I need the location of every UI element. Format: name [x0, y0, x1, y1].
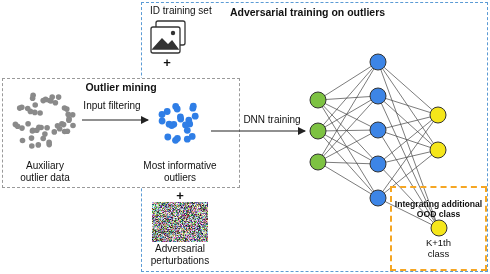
dot — [159, 118, 166, 125]
dot — [17, 105, 23, 111]
dot — [52, 129, 58, 135]
dot — [166, 121, 173, 128]
network-line — [318, 162, 378, 164]
dot — [47, 98, 53, 104]
dot — [42, 131, 48, 137]
output-circle — [430, 219, 448, 237]
text-label: Auxiliary outlier data — [13, 160, 77, 184]
network-line — [318, 130, 378, 131]
label-box: Most informative outliers — [134, 160, 226, 184]
network-line — [318, 162, 378, 198]
dot — [20, 138, 26, 144]
network-line — [318, 62, 378, 131]
arrow — [82, 119, 148, 120]
dot — [370, 122, 386, 138]
region-box: Outlier miningAuxiliary outlier data Inpu… — [2, 78, 240, 188]
dot — [55, 123, 61, 129]
region-heading: Outlier mining — [3, 79, 239, 94]
dot — [65, 112, 71, 118]
label-box: Adversarial perturbations — [138, 243, 222, 267]
dot — [61, 122, 67, 128]
label-box: DNN training — [237, 114, 307, 126]
dot — [29, 135, 35, 141]
dot — [370, 88, 386, 104]
dot — [46, 139, 52, 145]
network-line — [318, 96, 378, 162]
dot — [190, 103, 197, 110]
dot-cluster — [13, 93, 76, 149]
network-line — [318, 62, 378, 162]
label-box: + — [157, 56, 177, 70]
dot — [370, 190, 386, 206]
region-box: Integrating additional OOD classK+1th cl… — [390, 186, 487, 271]
label-box: ID training set — [150, 5, 240, 17]
shape — [151, 27, 180, 53]
dot — [44, 125, 50, 131]
label-box: Input filtering — [72, 100, 152, 112]
text-label: DNN training — [237, 114, 307, 126]
dot — [310, 92, 326, 108]
dot — [192, 113, 199, 120]
network-line — [318, 131, 378, 198]
shape — [153, 39, 178, 49]
dot — [34, 128, 40, 134]
dot — [370, 156, 386, 172]
dot — [182, 122, 189, 129]
network-line — [378, 96, 438, 150]
text-label: Input filtering — [72, 100, 152, 112]
text-label: ID training set — [150, 5, 240, 17]
label-box: + — [170, 189, 190, 203]
dot — [370, 54, 386, 70]
dot — [177, 114, 184, 121]
dot — [184, 136, 191, 143]
output-node: K+1th class — [419, 219, 459, 259]
label-box: Auxiliary outlier data — [13, 160, 77, 184]
dot — [171, 31, 175, 35]
network-line — [318, 100, 378, 198]
dot — [19, 125, 25, 131]
dot — [430, 107, 446, 123]
dot — [37, 110, 43, 116]
dot — [159, 111, 166, 118]
dot — [36, 142, 42, 148]
dot — [40, 98, 46, 104]
dot — [13, 122, 19, 128]
network-line — [378, 130, 438, 150]
dot — [430, 142, 446, 158]
network-line — [318, 130, 378, 162]
output-circle — [431, 220, 447, 236]
dot — [32, 102, 38, 108]
text-label: Most informative outliers — [134, 160, 226, 184]
node-label: K+1th class — [419, 237, 459, 259]
dot — [70, 123, 76, 129]
dot — [310, 123, 326, 139]
dot — [30, 96, 36, 102]
dot — [56, 94, 62, 100]
network-line — [318, 62, 378, 100]
network-line — [378, 115, 438, 164]
plus-sign: + — [157, 56, 177, 70]
dot — [164, 134, 171, 141]
region-heading: Integrating additional OOD class — [392, 199, 485, 219]
network-nodes — [310, 54, 446, 206]
noise-image — [152, 202, 208, 242]
dot — [29, 143, 35, 149]
plus-sign: + — [170, 189, 190, 203]
dot — [25, 121, 31, 127]
dot — [25, 106, 31, 112]
dot — [172, 103, 179, 110]
dot — [64, 106, 70, 112]
network-line — [318, 100, 378, 164]
network-line — [318, 96, 378, 131]
text-label: Adversarial perturbations — [138, 243, 222, 267]
dot — [174, 135, 181, 142]
network-line — [378, 62, 438, 150]
dot — [310, 154, 326, 170]
image-icon — [151, 21, 185, 53]
network-line — [378, 62, 438, 115]
dot — [62, 129, 68, 135]
dot-cluster — [159, 103, 199, 144]
arrow — [211, 130, 305, 131]
